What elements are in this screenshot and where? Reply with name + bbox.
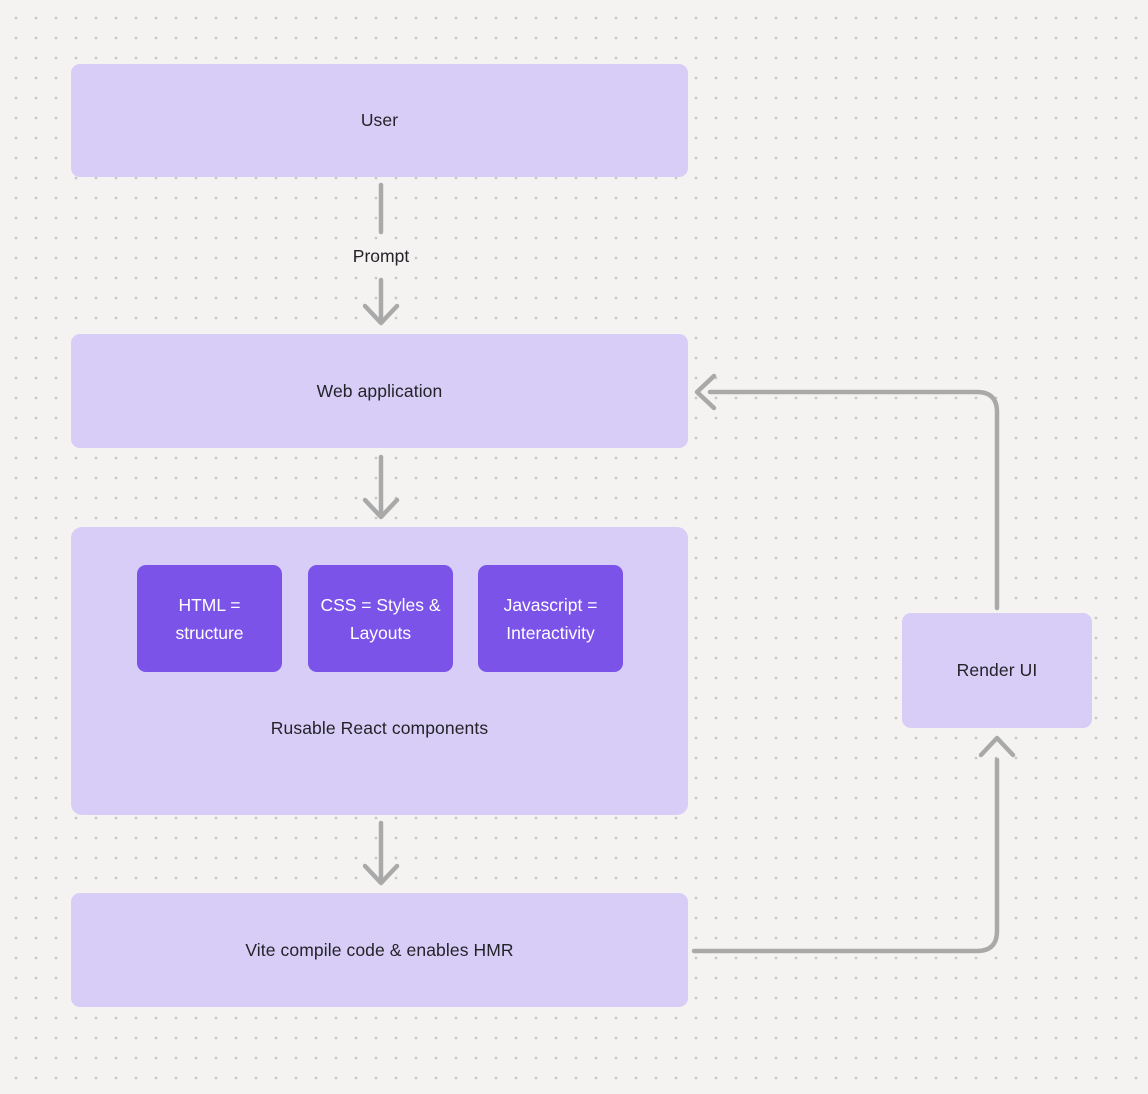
chip-css-styles: CSS = Styles & Layouts [308,565,453,672]
chip-html-structure-label: HTML = structure [175,594,244,643]
node-vite-label: Vite compile code & enables HMR [245,939,514,960]
node-render-ui: Render UI [902,613,1092,728]
node-user-label: User [360,110,399,130]
arrow-components-to-vite [362,820,400,886]
node-user: User [71,64,688,177]
chip-javascript-interactivity-label: Javascript = Interactivity [503,594,598,643]
edge-label-prompt: Prompt [352,246,410,266]
arrow-webapp-to-components [362,454,400,520]
arrow-renderui-to-webapp [694,373,1000,611]
node-vite: Vite compile code & enables HMR [71,893,688,1007]
chip-html-structure: HTML = structure [137,565,282,672]
arrow-vite-to-renderui [691,735,1016,954]
node-web-application: Web application [71,334,688,448]
node-render-ui-label: Render UI [956,660,1038,680]
components-container-label: Rusable React components [270,718,489,738]
chip-javascript-interactivity: Javascript = Interactivity [478,565,623,672]
chip-css-styles-label: CSS = Styles & Layouts [320,594,441,643]
node-web-application-label: Web application [316,380,443,401]
